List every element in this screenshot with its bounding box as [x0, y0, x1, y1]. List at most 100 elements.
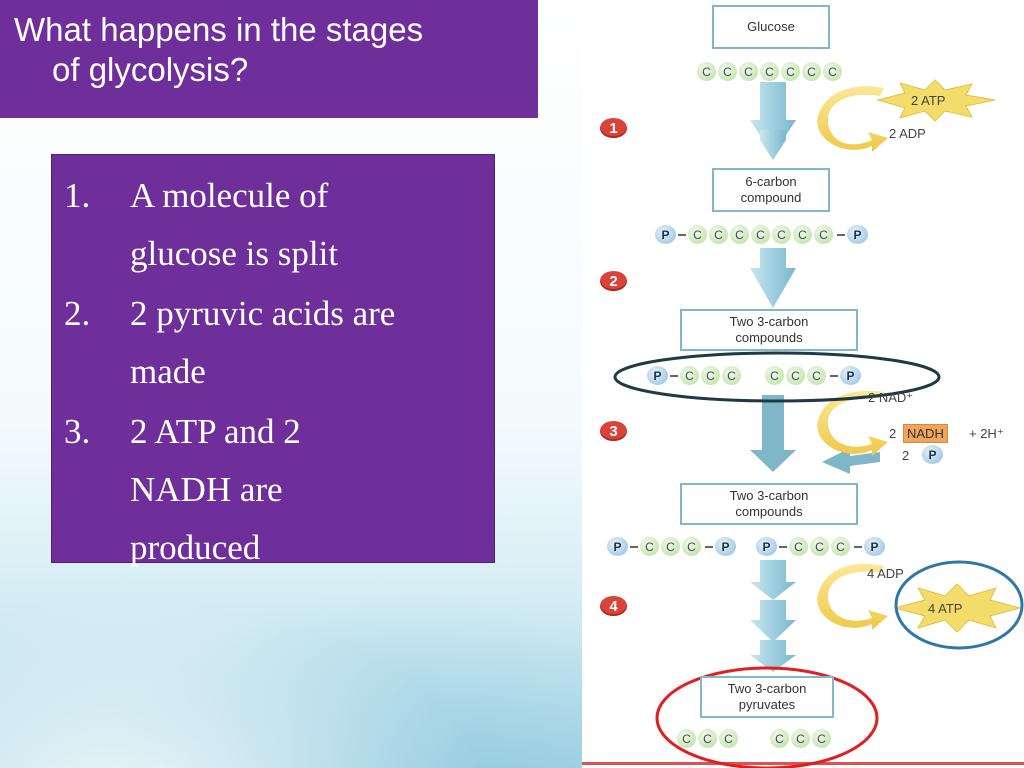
box-label-line: compound [740, 190, 802, 205]
carbon-bead: C [765, 366, 784, 385]
phosphate-bead: P [715, 537, 736, 556]
phosphorylated-chains: P C C C P P C C C P [607, 537, 885, 556]
carbon-bead: C [722, 366, 741, 385]
phosphate-bead: P [756, 537, 777, 556]
step-marker: 1 [600, 118, 627, 138]
phosphate-prefix-label: 2 [902, 448, 910, 463]
list-text: A molecule of glucose is split [130, 167, 478, 283]
glucose-carbons: C C C C C C C [697, 62, 844, 81]
carbon-bead: C [760, 62, 779, 81]
carbon-bead: C [793, 225, 812, 244]
slide-title: What happens in the stages of glycolysis… [14, 10, 518, 90]
phosphate-bead: P [847, 225, 868, 244]
carbon-bead: C [701, 366, 720, 385]
carbon-bead: C [786, 366, 805, 385]
carbon-bead: C [661, 537, 680, 556]
title-line-2: of glycolysis? [52, 51, 249, 88]
carbon-bead: C [640, 537, 659, 556]
carbon-bead: C [718, 62, 737, 81]
list-text-line: produced [130, 528, 261, 567]
phosphate-bead: P [864, 537, 885, 556]
carbon-bead: C [810, 537, 829, 556]
list-text-line: 2 pyruvic acids are [130, 294, 396, 333]
list-text: 2 pyruvic acids are made [130, 285, 478, 401]
box-label-line: compounds [735, 504, 803, 519]
box-label-line: Two 3-carbon [729, 314, 809, 329]
adp-out-label: 2 ADP [889, 126, 926, 141]
carbon-bead: C [682, 537, 701, 556]
atp-in-label: 2 ATP [911, 93, 946, 108]
phosphate-bead: P [840, 366, 861, 385]
split-carbon-chains: P C C C C C C P [647, 366, 861, 385]
box-label-line: 6-carbon [745, 174, 797, 189]
box-label: Glucose [747, 19, 795, 34]
list-text-line: A molecule of [130, 176, 329, 215]
nad-in-label: 2 NAD⁺ [868, 390, 914, 405]
carbon-bead: C [751, 225, 770, 244]
list-text-line: made [130, 352, 206, 391]
carbon-bead: C [698, 729, 717, 748]
carbon-bead: C [697, 62, 716, 81]
nadh-prefix-label: 2 [889, 426, 897, 441]
box-label-line: pyruvates [738, 697, 796, 712]
carbon-bead: C [812, 729, 831, 748]
carbon-bead: C [823, 62, 842, 81]
pyruvate-carbons: C C C C C C [677, 729, 833, 748]
carbon-bead: C [739, 62, 758, 81]
step-marker: 2 [600, 271, 627, 291]
carbon-bead: C [719, 729, 738, 748]
carbon-bead: C [781, 62, 800, 81]
carbon-bead: C [770, 729, 789, 748]
list-number: 1. [64, 176, 91, 215]
list-text-line: NADH are [130, 470, 283, 509]
carbon-bead: C [807, 366, 826, 385]
carbon-bead: C [814, 225, 833, 244]
carbon-bead: C [791, 729, 810, 748]
list-text-line: glucose is split [130, 234, 339, 273]
carbon-bead: C [831, 537, 850, 556]
carbon-bead: C [730, 225, 749, 244]
atp-out-label: 4 ATP [928, 601, 963, 616]
carbon-bead: C [688, 225, 707, 244]
hydrogen-label: + 2H⁺ [969, 426, 1004, 441]
phosphate-bead: P [922, 445, 943, 464]
nadh-box: NADH [903, 424, 948, 443]
box-label-line: Two 3-carbon [727, 681, 807, 696]
adp-in-label: 4 ADP [867, 566, 904, 581]
title-banner: What happens in the stages of glycolysis… [0, 0, 538, 118]
phosphate-bead: P [655, 225, 676, 244]
phosphate-bead: P [607, 537, 628, 556]
steps-list: 1. A molecule of glucose is split 2. 2 p… [64, 167, 478, 577]
carbon-bead: C [677, 729, 696, 748]
list-item: 1. A molecule of glucose is split [64, 167, 478, 283]
phosphate-bead: P [647, 366, 668, 385]
step-marker: 4 [600, 596, 627, 616]
content-box: 1. A molecule of glucose is split 2. 2 p… [51, 154, 495, 567]
list-number: 3. [64, 412, 91, 451]
carbon-bead: C [709, 225, 728, 244]
list-item: 2. 2 pyruvic acids are made [64, 285, 478, 401]
glucose-box: Glucose [712, 5, 830, 49]
carbon-bead: C [802, 62, 821, 81]
six-carbon-chain: P C C C C C C C P [655, 225, 868, 244]
carbon-bead: C [772, 225, 791, 244]
list-text-line: 2 ATP and 2 [130, 412, 301, 451]
diagram-bottom-border [582, 762, 1024, 765]
title-line-1: What happens in the stages [14, 11, 424, 48]
list-number: 2. [64, 294, 91, 333]
step-marker: 3 [600, 421, 627, 441]
carbon-bead: C [680, 366, 699, 385]
list-item: 3. 2 ATP and 2 NADH are produced [64, 403, 478, 577]
list-text: 2 ATP and 2 NADH are produced [130, 403, 478, 577]
background-wave [0, 538, 600, 768]
box-label-line: compounds [735, 330, 803, 345]
carbon-bead: C [789, 537, 808, 556]
